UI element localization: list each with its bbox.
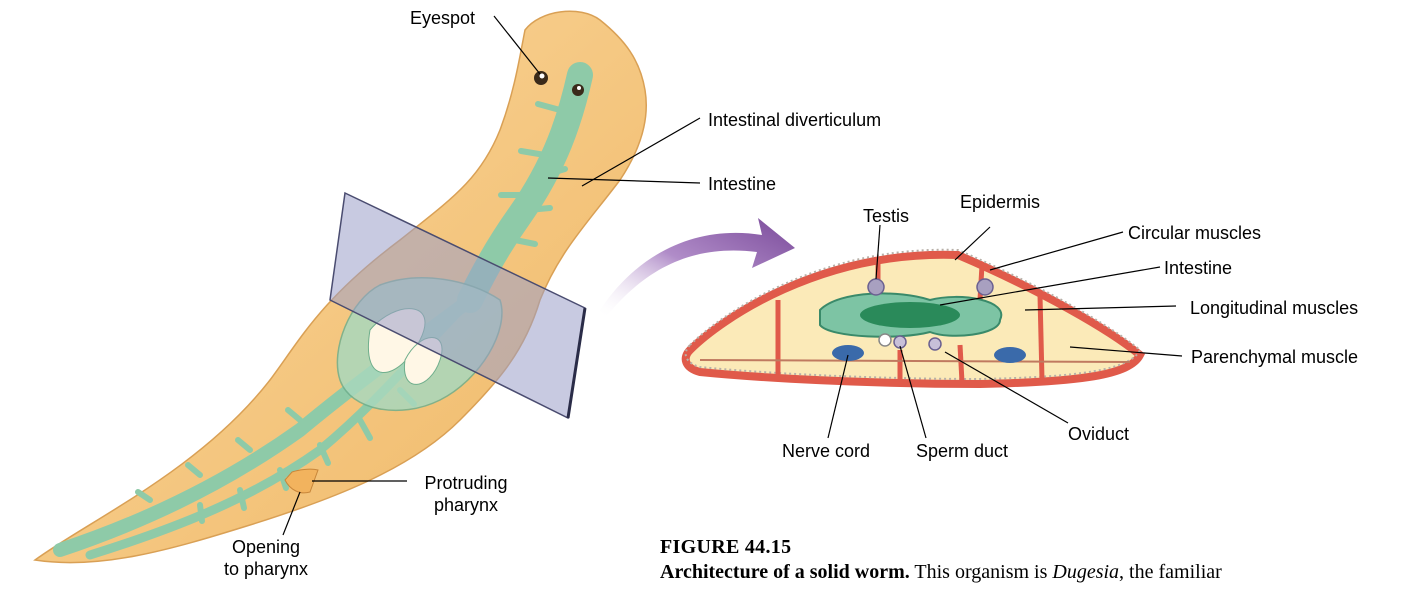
label-protruding-pharynx: Protruding pharynx: [412, 472, 520, 516]
label-circular-muscles: Circular muscles: [1128, 222, 1261, 244]
caption-italic: Dugesia: [1052, 561, 1119, 583]
figure-number: FIGURE 44.15: [660, 536, 1222, 559]
label-intestine-worm: Intestine: [708, 173, 776, 195]
figure-caption: FIGURE 44.15 Architecture of a solid wor…: [660, 536, 1222, 584]
label-intestinal-diverticulum: Intestinal diverticulum: [708, 109, 881, 131]
caption-text: Architecture of a solid worm. This organ…: [660, 561, 1222, 584]
label-opening-line1: Opening: [210, 536, 322, 558]
caption-part-a: This organism is: [910, 561, 1053, 583]
eyespot-right: [572, 84, 584, 96]
label-nerve-cord: Nerve cord: [782, 440, 870, 462]
label-intestine-section: Intestine: [1164, 257, 1232, 279]
label-parenchymal-muscle: Parenchymal muscle: [1191, 346, 1358, 368]
label-oviduct: Oviduct: [1068, 423, 1129, 445]
caption-bold: Architecture of a solid worm.: [660, 561, 910, 583]
caption-part-b: , the familiar: [1119, 561, 1222, 583]
label-eyespot: Eyespot: [410, 7, 475, 29]
label-protruding-pharynx-line2: pharynx: [412, 494, 520, 516]
cross-section: [686, 250, 1140, 384]
label-testis: Testis: [863, 205, 909, 227]
label-sperm-duct: Sperm duct: [916, 440, 1008, 462]
label-protruding-pharynx-line1: Protruding: [412, 472, 520, 494]
label-longitudinal-muscles: Longitudinal muscles: [1190, 297, 1358, 319]
label-epidermis: Epidermis: [960, 191, 1040, 213]
label-opening-to-pharynx: Opening to pharynx: [210, 536, 322, 580]
label-opening-line2: to pharynx: [210, 558, 322, 580]
